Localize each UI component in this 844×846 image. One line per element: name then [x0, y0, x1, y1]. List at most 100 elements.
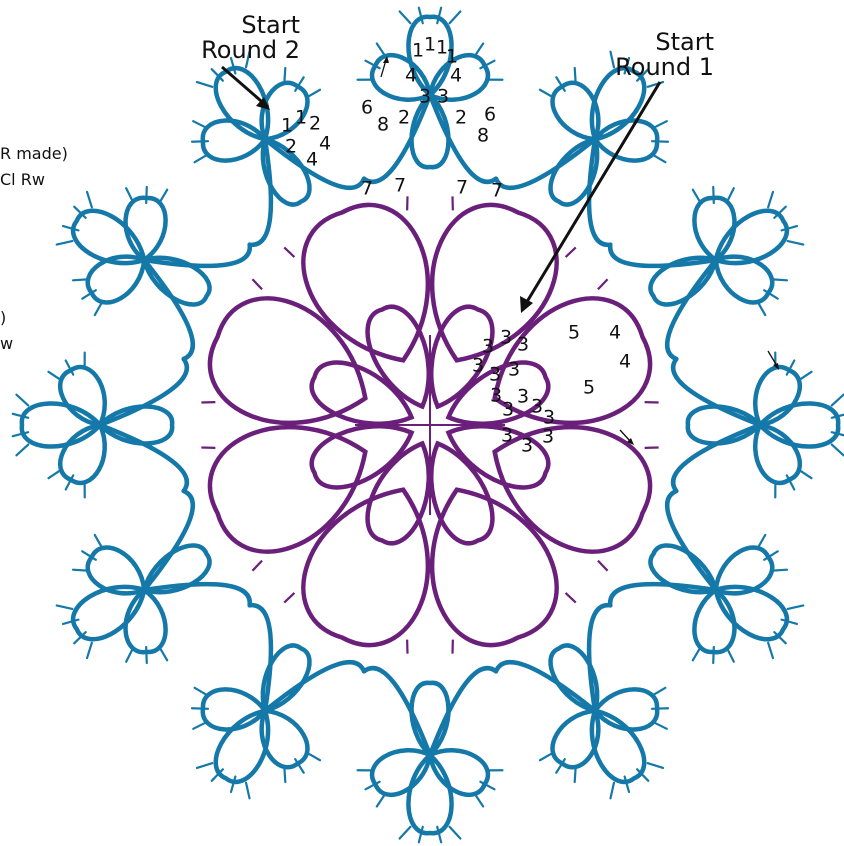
round-2-picot: [195, 762, 214, 770]
round-2-picot: [473, 792, 485, 808]
round-1-chain-petal: [207, 296, 368, 425]
round-1-purple-flower: [201, 196, 659, 654]
round-2-picot: [725, 646, 735, 663]
round-2-picot: [636, 68, 650, 82]
round-2-picot: [756, 533, 767, 550]
round-2-picot: [73, 205, 87, 219]
round-2-picot: [797, 370, 813, 382]
round-2-blue-trefoils: [11, 6, 844, 844]
round-2-inner-ring: [648, 255, 719, 307]
stitch-count: 1: [445, 45, 459, 68]
start-round-1-line-1: Start: [655, 28, 714, 56]
stitch-count: 8: [476, 124, 490, 147]
round-2-ring: [200, 118, 268, 163]
round-2-picot: [193, 153, 210, 164]
round-2-picot: [229, 56, 237, 75]
round-2-picot: [190, 140, 210, 143]
round-2-picot: [763, 550, 779, 561]
stitch-count: 6: [483, 103, 497, 126]
round-2-chain: [141, 488, 195, 593]
round-1-inner-ring: [445, 424, 551, 490]
round-2-picot: [158, 645, 169, 662]
round-2-picot: [780, 618, 799, 626]
round-2-picot: [55, 239, 74, 246]
round-2-picot: [797, 468, 813, 480]
round-2-ring: [19, 401, 104, 449]
round-2-picot: [773, 631, 787, 645]
round-2-chain: [427, 92, 499, 185]
round-2-picot: [85, 641, 93, 660]
round-2-chain: [608, 581, 719, 608]
round-2-ring: [692, 587, 737, 655]
round-2-picot: [305, 88, 322, 99]
round-2-picot: [650, 140, 670, 143]
round-1-picot: [283, 592, 296, 604]
round-2-picot: [55, 604, 74, 611]
round-2-picot: [691, 645, 702, 662]
round-1-picot: [564, 246, 577, 258]
round-2-picot: [294, 76, 305, 92]
round-2-picot: [573, 764, 577, 784]
round-2-picot: [436, 6, 443, 25]
start-round-2-arrowhead: [256, 97, 270, 110]
stitch-count: 1: [294, 106, 308, 129]
stitch-count: 5: [567, 321, 581, 344]
round-2-chain: [97, 422, 190, 494]
stitch-count: 4: [305, 148, 319, 171]
stitch-count: 1: [435, 36, 449, 59]
round-2-chain: [361, 665, 433, 758]
stitch-count: 3: [541, 425, 555, 448]
round-2-picot: [73, 631, 87, 645]
direction-arrows: [221, 56, 779, 445]
round-2-chain: [247, 136, 274, 247]
round-2-picot: [756, 300, 767, 317]
round-2-ring: [58, 422, 107, 486]
round-2-picot: [712, 645, 715, 665]
stitch-count: 2: [284, 135, 298, 158]
round-2-ring: [753, 422, 802, 486]
round-2-picot: [436, 825, 443, 844]
round-2-picot: [305, 751, 322, 762]
round-2-picot: [398, 10, 412, 25]
round-2-inner-ring: [548, 136, 600, 207]
round-2-picot: [417, 6, 424, 25]
round-2-picot: [210, 768, 224, 782]
round-2-ring: [406, 751, 454, 836]
round-2-picot: [15, 393, 30, 407]
round-2-ring: [123, 195, 168, 263]
round-2-picot: [15, 443, 30, 457]
round-1-inner-ring: [309, 424, 415, 490]
start-round-1-arrow: [523, 81, 662, 306]
stitch-count: 4: [608, 321, 622, 344]
round-2-picot: [85, 190, 93, 209]
round-2-picot: [244, 781, 251, 800]
round-2-picot: [61, 224, 80, 232]
round-2-picot: [125, 646, 135, 663]
start-round-1-arrowhead: [520, 296, 533, 313]
round-2-picot: [398, 825, 412, 840]
stitch-count: 7: [455, 176, 469, 199]
round-2-picot: [417, 825, 424, 844]
stitch-count: 7: [393, 174, 407, 197]
round-2-picot: [769, 278, 789, 282]
round-2-chain: [141, 242, 252, 269]
stitch-count: 3: [507, 358, 521, 381]
round-2-picot: [785, 359, 796, 376]
left-note-line-3: ): [0, 308, 7, 327]
round-2-picot: [830, 413, 844, 419]
round-2-chain: [586, 136, 613, 247]
start-round-2-line-2: Round 2: [201, 36, 300, 64]
round-2-inner-ring: [409, 680, 451, 759]
round-2-picot: [636, 768, 650, 782]
round-2-picot: [81, 289, 97, 300]
stitch-count: 7: [490, 179, 504, 202]
stitch-count: 3: [516, 333, 530, 356]
start-round-1-label: Start Round 1: [600, 30, 714, 79]
left-note-line-2: Cl Rw: [0, 170, 45, 189]
stitch-count: 3: [418, 85, 432, 108]
round-2-chain: [493, 136, 598, 190]
stitch-count: 3: [436, 85, 450, 108]
round-2-picot: [81, 550, 97, 561]
round-2-picot: [623, 56, 631, 75]
round-2-picot: [786, 604, 805, 611]
